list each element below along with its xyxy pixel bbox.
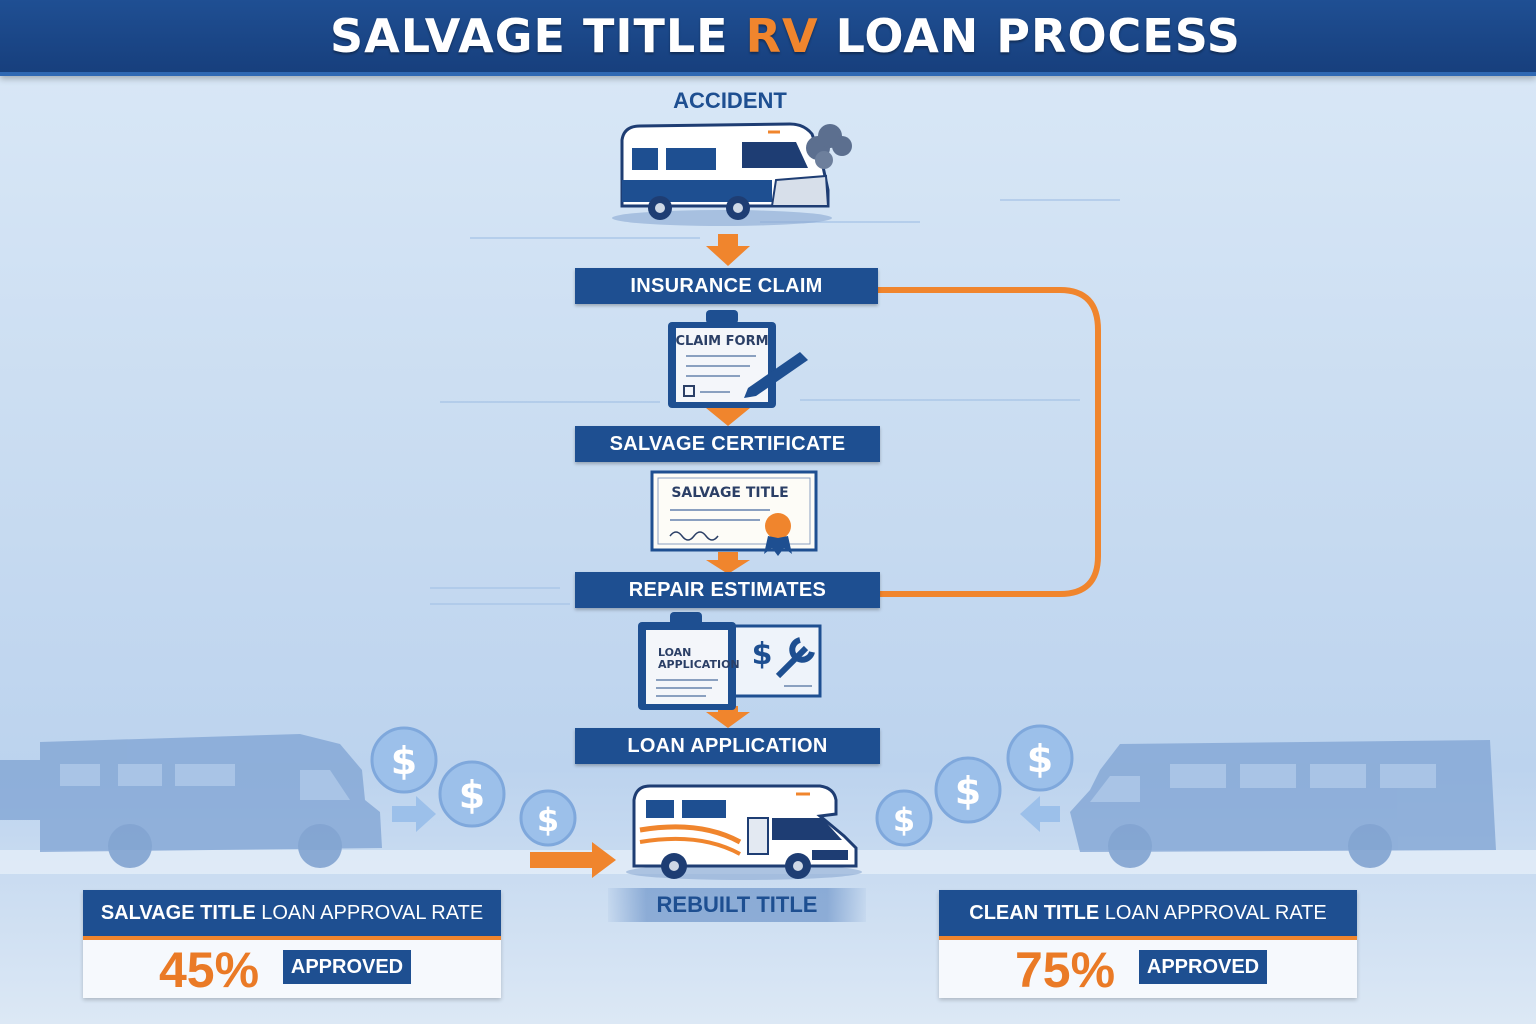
flow-arrows [530,234,750,878]
clean-card-label-bold: CLEAN TITLE [969,902,1100,924]
estimate-dollar-symbol: $ [752,637,773,672]
clean-card-label-rest: LOAN APPROVAL RATE [1099,902,1327,924]
coin-symbol: $ [459,773,485,817]
salvage-title-label: SALVAGE TITLE [671,485,788,501]
salvage-card-header: SALVAGE TITLE LOAN APPROVAL RATE [83,890,501,940]
coin-icon [370,726,438,794]
salvage-card-label-rest: LOAN APPROVAL RATE [255,902,484,924]
pen-icon [744,352,808,398]
page-title: SALVAGE TITLE RV LOAN PROCESS [330,6,1241,66]
coin-symbol: $ [955,769,981,813]
coin-symbol: $ [537,801,559,839]
clean-approved-badge: APPROVED [1139,950,1267,984]
rebuilt-rv-icon [626,784,862,880]
coin-symbol: $ [1027,737,1053,781]
coin-symbol: $ [893,801,915,839]
coin-icon [438,760,506,828]
left-rv-silhouette [0,734,382,868]
coin-icon [875,789,933,847]
salvage-card-label-bold: SALVAGE TITLE [100,902,256,924]
accident-label: ACCIDENT [673,88,787,113]
claim-form-label: CLAIM FORM [675,334,768,349]
loop-connector [878,287,1101,597]
coin-icon [1006,724,1074,792]
seal-icon [765,513,791,539]
clean-approval-card: CLEAN TITLE LOAN APPROVAL RATE 75% APPRO… [939,890,1357,998]
arrow-down-icon [706,398,750,426]
coin-icon [519,789,577,847]
claim-form-icon: CLAIM FORM [668,310,808,408]
step-salvage-certificate: SALVAGE CERTIFICATE [575,426,880,462]
salvage-approval-card: SALVAGE TITLE LOAN APPROVAL RATE 45% APP… [83,890,501,998]
header-bar: SALVAGE TITLE RV LOAN PROCESS [0,0,1536,76]
title-part-1: SALVAGE TITLE [330,9,746,63]
arrow-down-icon [706,706,750,728]
salvage-approval-percent: 45% [159,942,260,998]
arrow-left-icon [1020,796,1060,832]
right-rv-silhouette [1070,740,1496,868]
right-rv-windows [1090,764,1436,802]
clean-card-header: CLEAN TITLE LOAN APPROVAL RATE [939,890,1357,940]
right-coins: $ $ $ [875,724,1074,847]
step-insurance-claim: INSURANCE CLAIM [575,268,878,304]
arrow-down-icon [706,552,750,574]
damaged-rv-icon [612,122,852,226]
step-repair-estimates: REPAIR ESTIMATES [575,572,880,608]
loan-application-icon: $ LOAN APPLICATION [638,612,822,710]
title-part-2: LOAN PROCESS [818,9,1241,63]
coin-icon [934,756,1002,824]
arrow-down-icon [706,234,750,266]
salvage-approved-badge: APPROVED [283,950,411,984]
loan-label-line-2: APPLICATION [658,658,740,671]
left-coins: $ $ $ [370,726,577,847]
title-accent: RV [745,9,819,63]
step-loan-application: LOAN APPLICATION [575,728,880,764]
arrow-right-icon [392,796,436,832]
rebuilt-title-label: REBUILT TITLE [608,888,866,922]
clean-approval-percent: 75% [1015,942,1116,998]
salvage-title-certificate-icon: SALVAGE TITLE [650,470,818,556]
wrench-icon [775,637,815,679]
loan-label-line-1: LOAN [658,646,691,659]
coin-symbol: $ [391,739,417,783]
left-rv-windows [60,764,350,800]
arrow-right-icon [530,842,616,878]
